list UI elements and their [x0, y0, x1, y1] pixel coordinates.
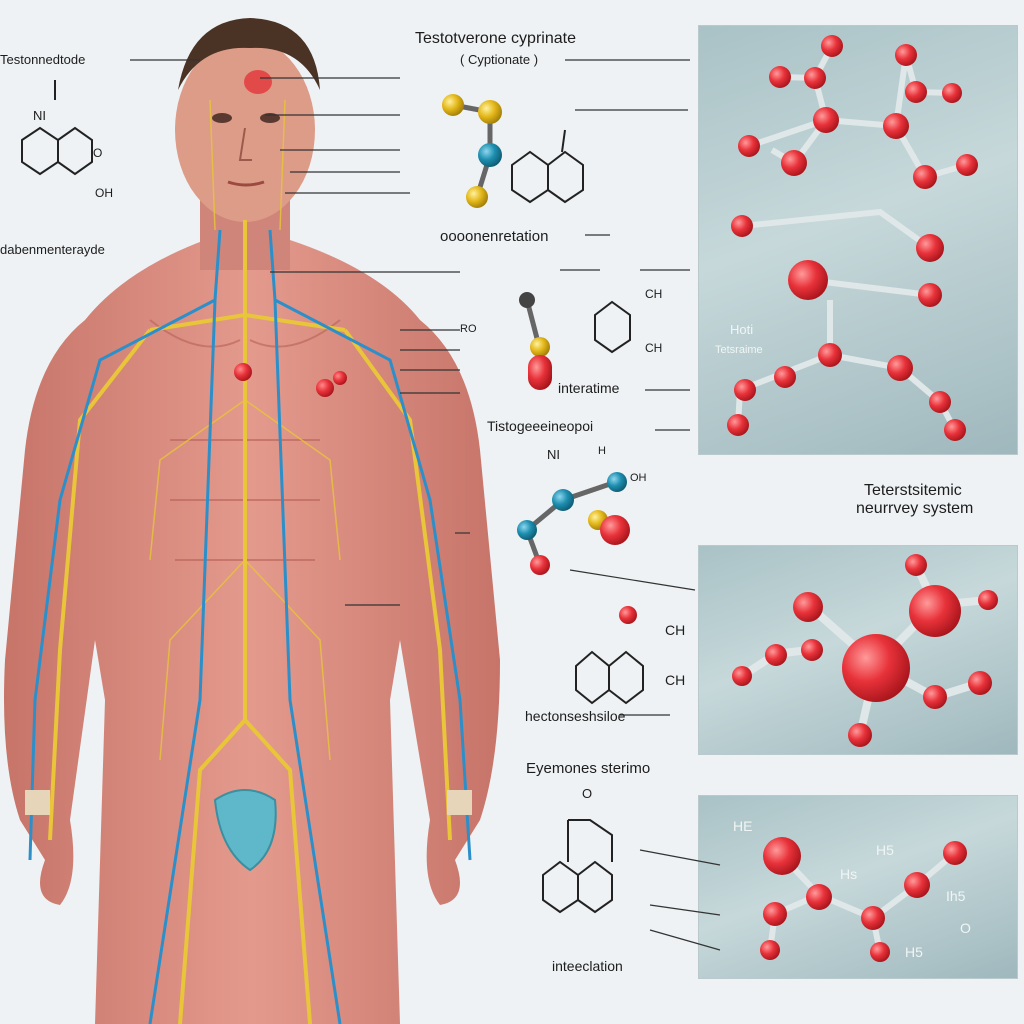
panel-middle-atoms	[732, 554, 998, 747]
chem-label-ch4: CH	[665, 672, 686, 688]
chem-label-rd1: RO	[460, 323, 477, 335]
chem-label-ch1: CH	[645, 287, 663, 301]
pelvic-organ	[213, 789, 277, 872]
panel-label-tetsraime: Tetsraime	[715, 344, 763, 356]
molecule-panel-bottom	[698, 795, 1018, 979]
chem-label-oh1: OH	[95, 186, 113, 200]
panel-label-h5-a: H5	[876, 842, 894, 858]
hair	[178, 18, 320, 90]
label-title-2: ( Cyptionate )	[460, 52, 539, 67]
chem-label-o3: O	[582, 786, 593, 801]
panel-label-he: HE	[733, 818, 753, 834]
label-right-title-2: neurrvey system	[856, 500, 974, 517]
label-top-left-1: Testonnedtode	[0, 52, 86, 67]
label-mid-2: interatime	[558, 380, 620, 396]
panel-label-hoti: Hoti	[730, 322, 754, 337]
chem-label-ch3: CH	[665, 622, 686, 638]
chem-label-h1: H	[598, 445, 606, 457]
label-title-1: Testotverone cyprinate	[415, 30, 576, 47]
brain-gland	[244, 70, 272, 94]
label-right-title-1: Teterstsitemic	[864, 482, 962, 499]
label-top-left-2: dabenmenterayde	[0, 242, 105, 257]
torso	[4, 240, 500, 1024]
label-bottom-2: inteeclation	[552, 958, 623, 974]
panel-bottom-atoms	[760, 837, 967, 962]
panel-label-h5-b: H5	[905, 944, 923, 960]
label-mid-4: hectonseshsiloe	[525, 708, 626, 724]
panel-label-ih5: Ih5	[946, 888, 966, 904]
chem-label-o1: O	[93, 146, 103, 160]
label-bottom-1: Eyemones sterimo	[526, 760, 651, 777]
label-mid-3: Tistogeeeineopoi	[487, 418, 594, 434]
chem-label-ni: NI	[547, 447, 560, 462]
chem-label-ch2: CH	[645, 341, 663, 355]
chem-label-oh2: OH	[630, 472, 647, 484]
panel-label-o: O	[960, 920, 971, 936]
chem-label-n1: NI	[33, 108, 46, 123]
panel-label-hs: Hs	[840, 866, 858, 882]
panel-top-atoms	[727, 35, 978, 441]
label-mid-1: oooonenretation	[440, 228, 549, 245]
